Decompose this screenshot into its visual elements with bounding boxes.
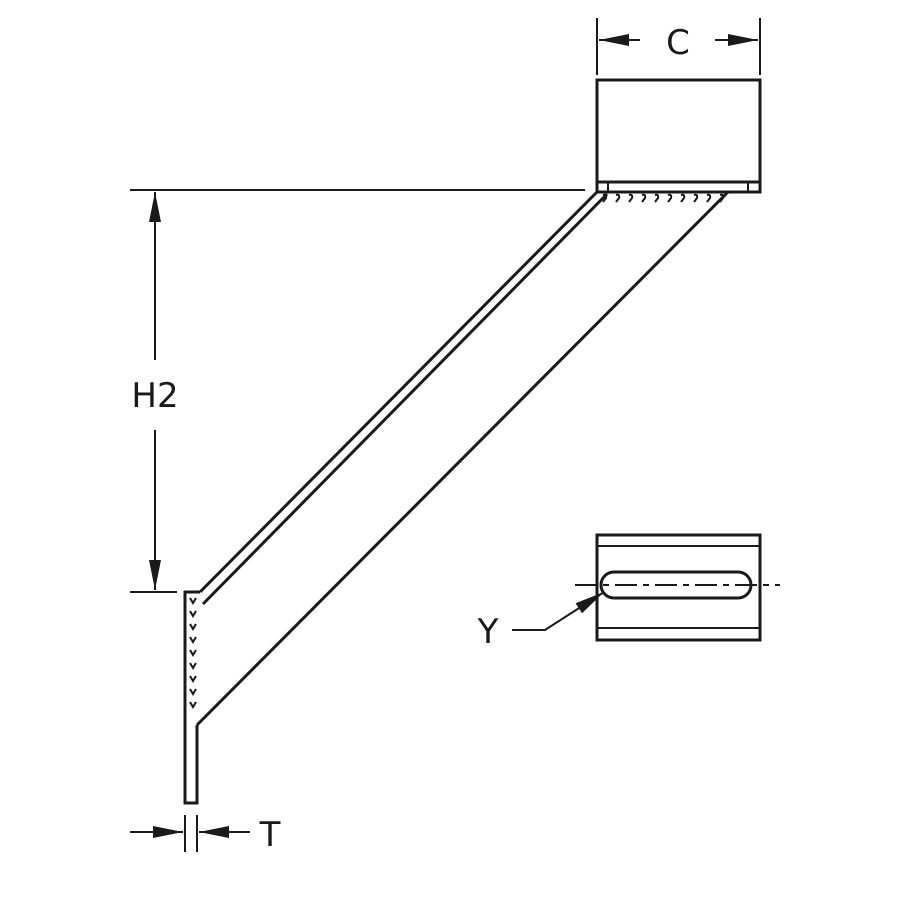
weld-mark (667, 193, 673, 203)
c-label: C (666, 23, 690, 63)
h2-dimension: H2 (130, 189, 585, 593)
weld-mark (189, 649, 197, 657)
h2-label: H2 (131, 376, 178, 416)
weld-mark (680, 193, 686, 203)
diagonal-arm (195, 190, 730, 727)
t-dimension: T (130, 815, 281, 855)
weld-mark (641, 193, 647, 203)
weld-mark (189, 610, 197, 618)
weld-mark (189, 623, 197, 631)
weld-mark (189, 636, 197, 644)
weld-mark (189, 688, 197, 696)
y-leader-arrow (512, 591, 605, 631)
slot-detail: Y (477, 533, 780, 652)
weld-mark (189, 701, 197, 709)
weld-mark (615, 193, 621, 203)
vertical-plate (183, 590, 200, 805)
weld-mark (189, 597, 197, 605)
top-flange (595, 78, 762, 203)
y-label: Y (477, 612, 499, 652)
t-label: T (259, 815, 281, 855)
weld-mark (189, 675, 197, 683)
weld-marks-side (189, 597, 197, 709)
weld-mark (189, 662, 197, 670)
weld-mark (693, 193, 699, 203)
weld-mark (706, 193, 712, 203)
weld-mark (628, 193, 634, 203)
c-dimension: C (596, 18, 761, 75)
weld-mark (654, 193, 660, 203)
weld-marks-top (602, 193, 725, 203)
